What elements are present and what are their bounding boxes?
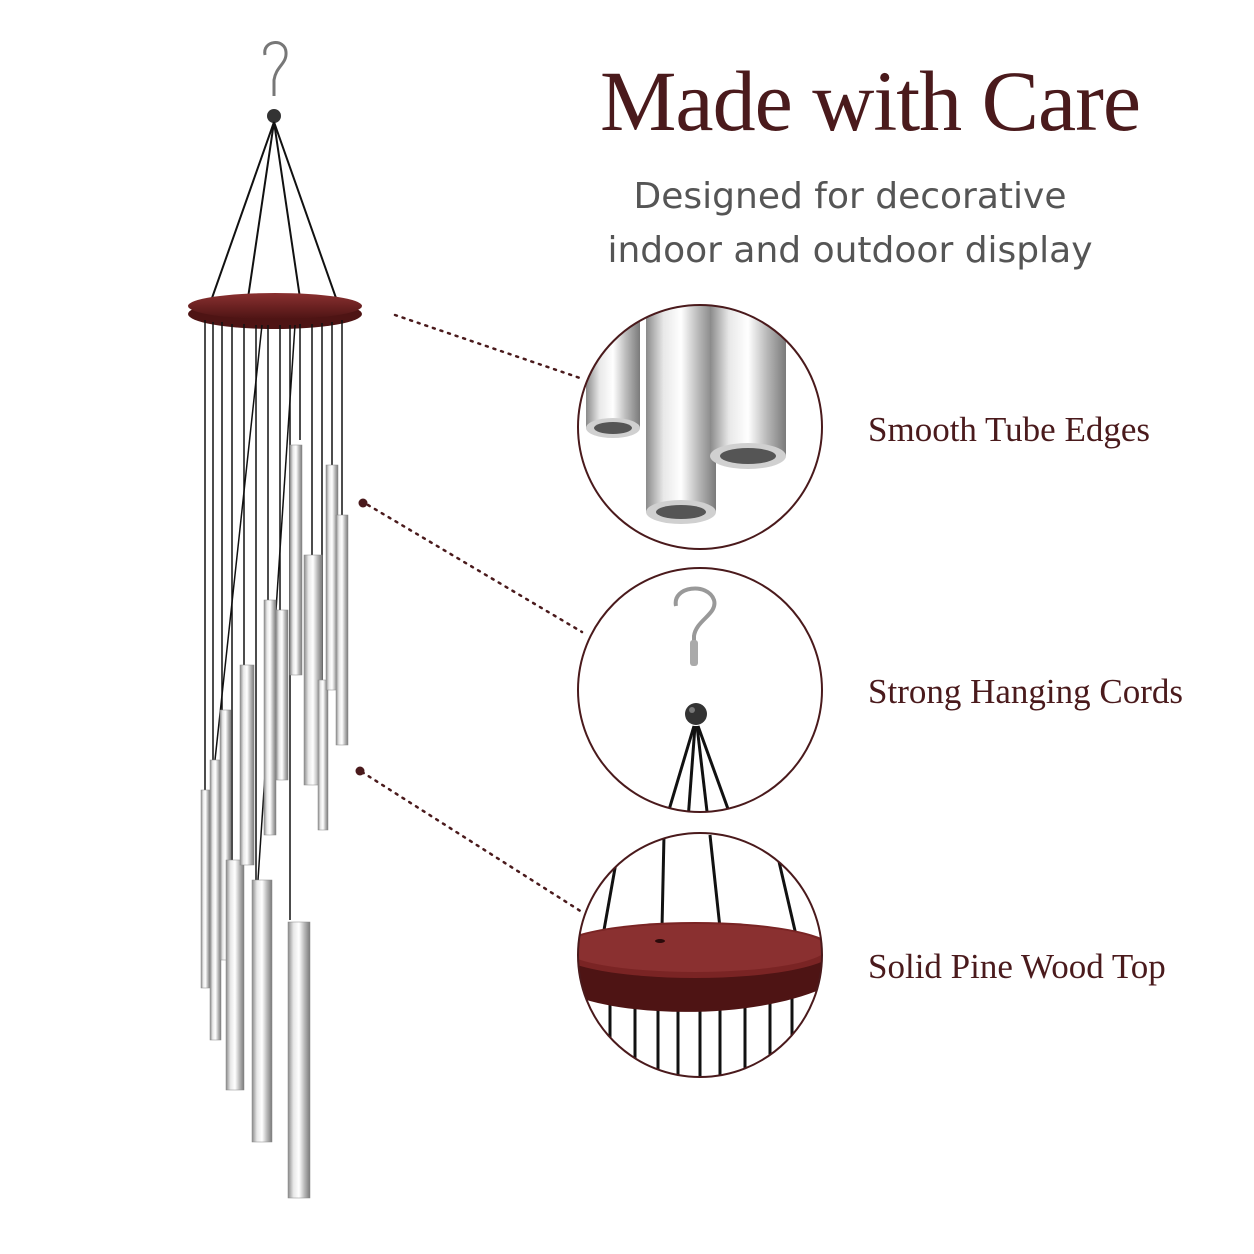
feature-label-solid-pine-wood-top: Solid Pine Wood Top (868, 947, 1166, 986)
subtitle-line: indoor and outdoor display (607, 230, 1093, 271)
detail-circle-wood (577, 832, 823, 1078)
bead-icon (267, 109, 281, 123)
detail-circle-hook (577, 567, 823, 813)
subtitle-line: Designed for decorative (633, 176, 1067, 217)
wind-chime (188, 41, 362, 1199)
detail-circle-tubes (577, 304, 823, 550)
page-title: Made with Care (599, 53, 1141, 149)
connector-dot (355, 766, 365, 776)
hook-icon (263, 41, 288, 96)
wood-ring (188, 293, 362, 329)
feature-label-smooth-tube-edges: Smooth Tube Edges (868, 410, 1150, 449)
feature-label-strong-hanging-cords: Strong Hanging Cords (868, 672, 1183, 711)
page-subtitle: Designed for decorative indoor and outdo… (560, 170, 1140, 278)
connector-lines (360, 313, 584, 914)
chime-tubes (200, 444, 349, 1199)
top-cords (211, 121, 337, 299)
connector-dot (358, 498, 368, 508)
